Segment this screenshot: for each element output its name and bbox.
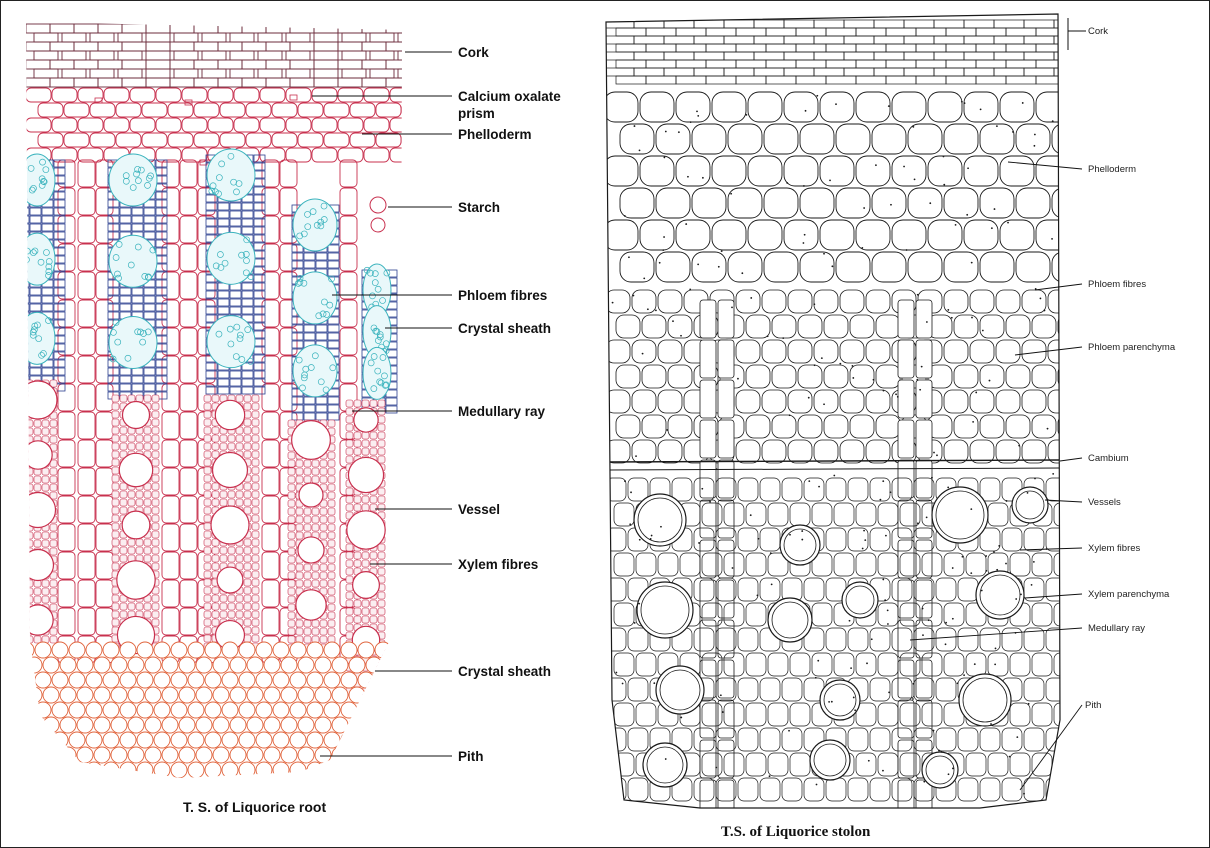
- leader-line: [1020, 705, 1082, 790]
- label-cambium: Cambium: [1088, 453, 1129, 464]
- leader-line: [1060, 458, 1082, 461]
- label-medullary-ray: Medullary ray: [1088, 623, 1145, 634]
- label-crystal-sheath-lower: Crystal sheath: [458, 664, 551, 679]
- label-cork: Cork: [458, 45, 489, 60]
- label-xylem-fibres: Xylem fibres: [1088, 543, 1141, 554]
- label-phloem-parenchyma: Phloem parenchyma: [1088, 342, 1176, 353]
- pith-region: [18, 642, 416, 778]
- label-phelloderm: Phelloderm: [458, 127, 532, 142]
- label-calcium-oxalate-prism: prism: [458, 106, 495, 121]
- label-phloem-fibres: Phloem fibres: [458, 288, 547, 303]
- root-caption: T. S. of Liquorice root: [183, 799, 326, 815]
- stolon-cells: [604, 20, 1096, 818]
- leader-line: [1015, 347, 1082, 355]
- label-medullary-ray: Medullary ray: [458, 404, 546, 419]
- leader-line: [1025, 594, 1082, 598]
- label-crystal-sheath-upper: Crystal sheath: [458, 321, 551, 336]
- label-phelloderm: Phelloderm: [1088, 164, 1136, 175]
- label-vessel: Vessel: [458, 502, 500, 517]
- leader-line: [1008, 162, 1082, 169]
- root-cross-section-diagram: [18, 24, 427, 778]
- label-pith: Pith: [458, 749, 484, 764]
- leader-line: [1020, 548, 1082, 550]
- label-vessels: Vessels: [1088, 497, 1121, 508]
- label-calcium-oxalate-prism: Calcium oxalate: [458, 89, 561, 104]
- label-cork: Cork: [1088, 26, 1108, 37]
- label-phloem-fibres: Phloem fibres: [1088, 279, 1146, 290]
- label-xylem-fibres: Xylem fibres: [458, 557, 538, 572]
- label-xylem-parenchyma: Xylem parenchyma: [1088, 589, 1170, 600]
- label-starch: Starch: [458, 200, 500, 215]
- label-pith: Pith: [1085, 700, 1101, 711]
- stolon-cross-section-diagram: [604, 14, 1096, 818]
- cork-layer: [26, 24, 422, 87]
- stolon-caption: T.S. of Liquorice stolon: [721, 824, 871, 840]
